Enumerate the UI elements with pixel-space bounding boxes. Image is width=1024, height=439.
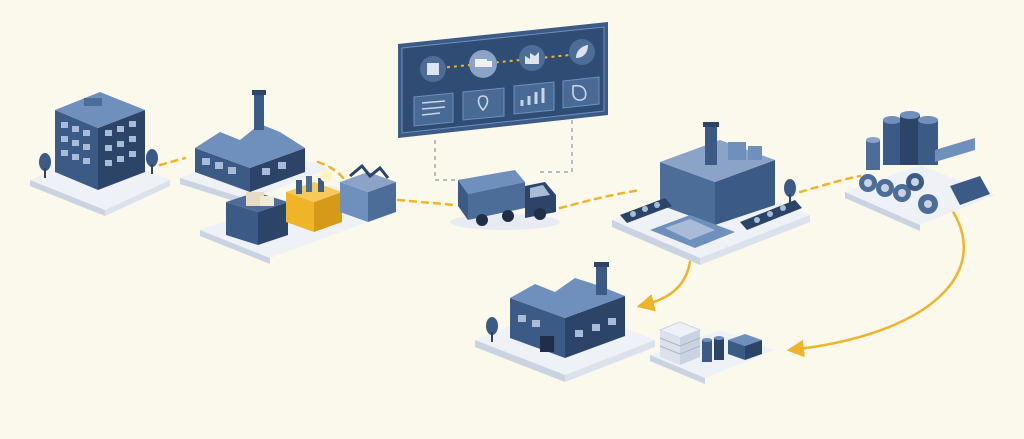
- boxes: [728, 334, 762, 360]
- tree-icon: [39, 149, 158, 178]
- flow-truck-to-plant: [558, 188, 642, 210]
- office-building: [30, 92, 170, 216]
- waste-bins: [200, 163, 400, 264]
- flow-connectors: [158, 156, 965, 358]
- flow-office-to-factory: [158, 156, 187, 167]
- manufacturing-plant: [475, 262, 655, 382]
- flow-plant-to-storage: [798, 174, 862, 194]
- truck-icon: [469, 50, 497, 78]
- recycled-products: [650, 321, 775, 384]
- stacked-sheets: [658, 321, 702, 365]
- dashboard-tiles: [413, 76, 600, 127]
- dashboard-flow-icons: [420, 39, 595, 82]
- collection-truck: [450, 170, 560, 230]
- bin-blue: [226, 192, 288, 245]
- tree-icon: [784, 179, 796, 204]
- eco-shield-icon: [562, 76, 600, 109]
- silo-tanks: [866, 111, 938, 170]
- dashboard-connectors: [434, 120, 573, 181]
- tree-icon: [486, 317, 498, 342]
- material-storage: [845, 111, 995, 231]
- recycling-plant: [612, 122, 810, 265]
- flow-bins-to-truck: [396, 198, 457, 207]
- location-pin-icon: [462, 87, 505, 121]
- building-icon: [420, 56, 446, 82]
- factory-icon: [519, 45, 545, 71]
- material-rolls: [859, 173, 938, 214]
- leaf-icon: [569, 39, 595, 65]
- barrels: [702, 336, 724, 362]
- bin-grey: [340, 163, 396, 222]
- flow-plant-to-manufacturing: [636, 260, 692, 312]
- bar-chart-icon: [513, 81, 555, 115]
- bin-yellow: [286, 170, 342, 232]
- flow-storage-to-products: [786, 198, 965, 358]
- factory: [180, 90, 330, 206]
- document-icon: [413, 92, 454, 127]
- dashboard-panel: [398, 22, 608, 138]
- conveyor-belt: [620, 198, 802, 230]
